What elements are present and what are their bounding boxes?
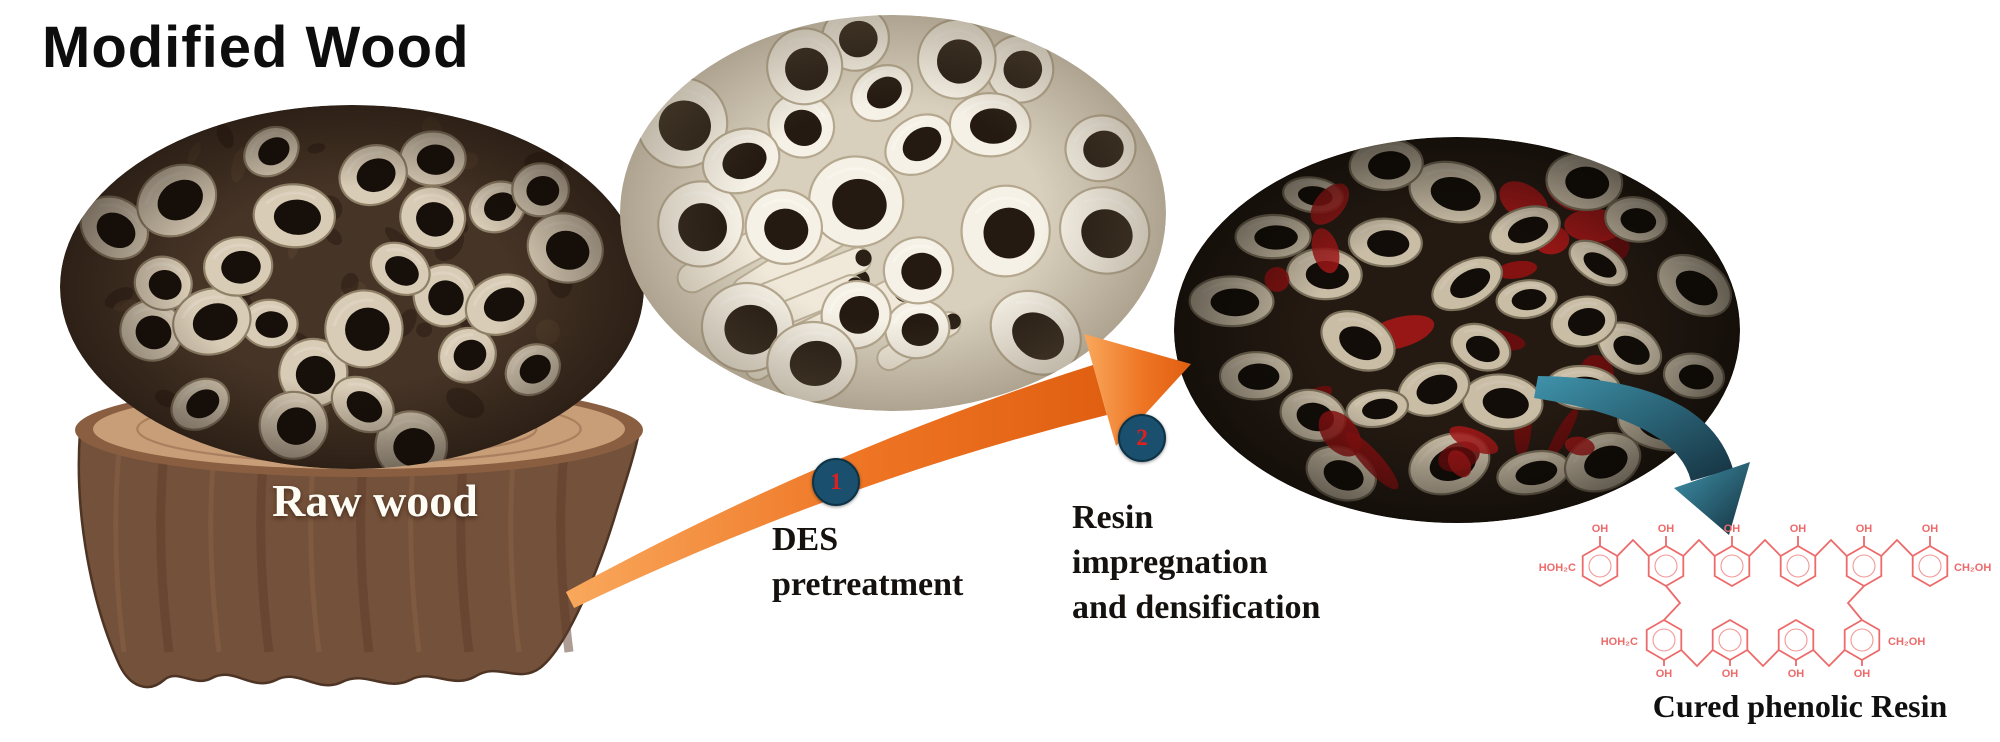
svg-text:OH: OH	[1922, 523, 1939, 535]
step-1-line-1: DES	[772, 521, 839, 558]
svg-text:OH: OH	[1658, 523, 1675, 535]
step-2-label: Resin impregnation and densification	[1072, 496, 1320, 631]
raw-wood-label: Raw wood	[272, 475, 478, 526]
svg-text:CH₂OH: CH₂OH	[1888, 636, 1925, 648]
svg-text:OH: OH	[1592, 523, 1609, 535]
svg-text:HOH₂C: HOH₂C	[1601, 636, 1638, 648]
step-1-badge: 1	[812, 458, 860, 506]
step-1-line-2: pretreatment	[772, 565, 964, 603]
resin-arrow	[1534, 376, 1750, 535]
svg-text:HOH₂C: HOH₂C	[1539, 562, 1576, 574]
svg-text:OH: OH	[1656, 668, 1673, 680]
pretreated-wood-micrograph	[620, 15, 1166, 411]
svg-text:OH: OH	[1790, 523, 1807, 535]
phenolic-resin-structure: OH OH OH OH OH OH OH OH OH OH HOH₂C CH₂OH HOH₂C CH₂OH	[1539, 523, 1992, 680]
svg-text:OH: OH	[1722, 668, 1739, 680]
step-2-line-1: Resin	[1072, 499, 1154, 536]
svg-text:OH: OH	[1856, 523, 1873, 535]
svg-text:OH: OH	[1724, 523, 1741, 535]
raw-wood-micrograph	[60, 105, 644, 469]
step-2-badge: 2	[1118, 414, 1166, 462]
svg-text:OH: OH	[1854, 668, 1871, 680]
step-1-label: DES pretreatment	[772, 518, 963, 608]
page-title: Modified Wood	[42, 15, 470, 80]
step-2-line-3: and densification	[1072, 588, 1321, 626]
step-2-line-2: impregnation	[1072, 543, 1268, 581]
resin-impregnated-micrograph	[1174, 137, 1740, 523]
svg-text:OH: OH	[1788, 668, 1805, 680]
product-label: Cured phenolic Resin	[1652, 688, 1948, 724]
svg-text:CH₂OH: CH₂OH	[1954, 562, 1991, 574]
